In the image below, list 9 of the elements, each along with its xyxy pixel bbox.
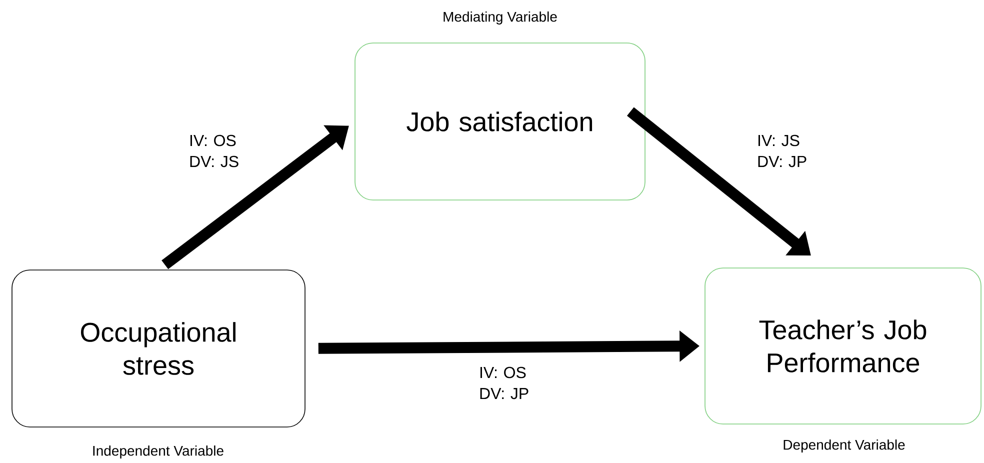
variable-caption: Mediating Variable xyxy=(444,11,557,25)
edge-label: IV: OS DV: JP xyxy=(480,366,528,400)
variable-box: Teacher’s Job Performance xyxy=(704,268,982,424)
variable-box: Job satisfaction xyxy=(354,42,646,200)
variable-box: Occupational stress xyxy=(12,270,306,428)
edge-label: IV: OS DV: JS xyxy=(190,134,238,168)
variable-caption: Independent Variable xyxy=(93,445,224,459)
variable-caption: Dependent Variable xyxy=(784,439,905,453)
edge-label: IV: JS DV: JP xyxy=(758,134,806,168)
